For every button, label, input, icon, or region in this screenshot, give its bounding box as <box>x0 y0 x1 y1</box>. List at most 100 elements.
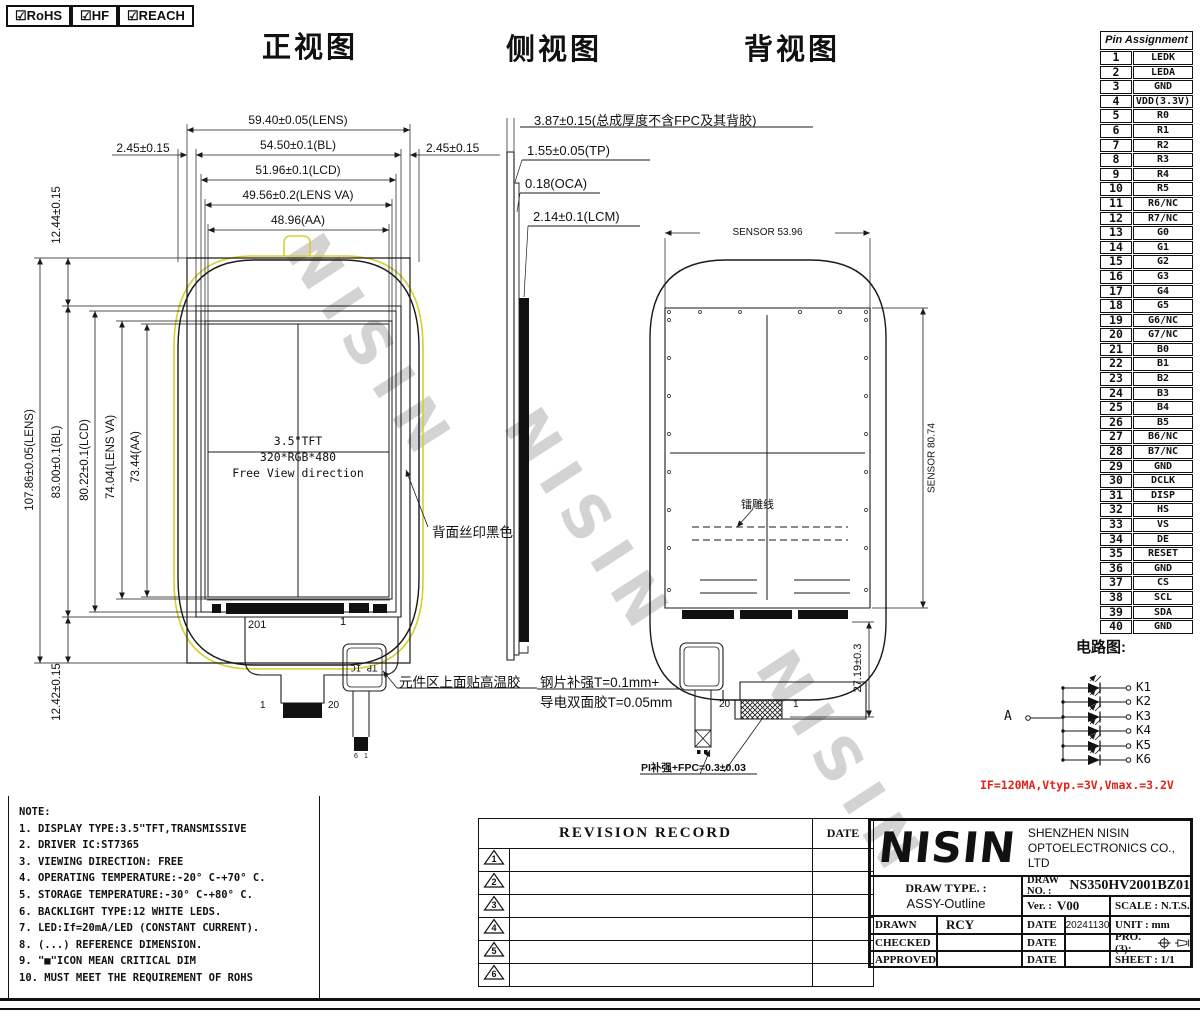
note-item: 10. MUST MEET THE REQUIREMENT OF ROHS <box>19 971 253 984</box>
revision-date-cell <box>812 848 874 872</box>
pin-name: G7/NC <box>1133 328 1193 342</box>
note-item: 3. VIEWING DIRECTION: FREE <box>19 855 184 868</box>
side-view-title: 侧视图 <box>506 34 603 66</box>
cathode-label: K5 <box>1136 736 1152 752</box>
dim-sensor-width: SENSOR 53.96 <box>700 227 835 238</box>
pin-name: R7/NC <box>1133 211 1193 226</box>
led-spec-text: IF=120MA,Vtyp.=3V,Vmax.=3.2V <box>980 778 1174 792</box>
revision-date-cell <box>812 871 874 895</box>
pin-row: 33 VS <box>1100 518 1193 532</box>
drawn-value-cell: RCY <box>937 916 1022 934</box>
pin-name: LEDA <box>1133 65 1193 80</box>
pin-name: B1 <box>1133 357 1193 372</box>
revision-description-cell <box>509 940 813 964</box>
pin-name: GND <box>1133 80 1193 94</box>
dim-lensva-height: 74.04(LENS VA) <box>105 414 117 500</box>
checked-date-label-cell: DATE <box>1022 934 1065 951</box>
pin-row: 7 R2 <box>1100 138 1193 153</box>
dim-lcm-thickness: 2.14±0.1(LCM) <box>533 209 620 224</box>
fpc-pin-label-right: 20 <box>328 700 340 711</box>
revision-row: 1 <box>478 848 874 872</box>
dim-sensor-height: SENSOR 80.74 <box>926 422 938 494</box>
drawn-date-value-cell: 20241130 <box>1065 916 1110 934</box>
pin-name: G4 <box>1133 284 1193 299</box>
pin-row: 39 SDA <box>1100 605 1193 620</box>
revision-triangle-icon: 4 <box>483 918 505 934</box>
side-view-dimensions <box>507 118 813 297</box>
revision-row: 6 <box>478 963 874 987</box>
pin-row: 12 R7/NC <box>1100 211 1193 226</box>
dim-right-margin: 2.45±0.15 <box>426 141 480 155</box>
pin-name: GND <box>1133 620 1193 634</box>
revision-description-cell <box>509 871 813 895</box>
led-row <box>1061 675 1130 694</box>
pin-number: 13 <box>1100 226 1132 240</box>
pin-number: 25 <box>1100 401 1132 415</box>
company-name-line1: SHENZHEN NISIN <box>1027 825 1130 840</box>
pin-number: 4 <box>1100 94 1132 109</box>
pin-name: G6/NC <box>1133 313 1193 328</box>
draw-no-value: NS350HV2001BZ01 <box>1069 878 1190 893</box>
front-view-outline <box>174 236 423 751</box>
pin-name: HS <box>1133 503 1193 517</box>
revision-description-cell <box>509 848 813 872</box>
revision-triangle-icon: 6 <box>483 964 505 980</box>
dim-oca-thickness: 0.18(OCA) <box>525 176 588 191</box>
pi-stiffener-hatch <box>695 730 711 747</box>
anode-label: A <box>1004 709 1012 724</box>
tp-glass-layer <box>507 152 514 660</box>
compliance-badge: ☑REACH <box>118 5 194 27</box>
panel-type-text: 3.5"TFT <box>273 434 323 448</box>
drawn-label-cell: DRAWN <box>870 916 937 934</box>
pin-row: 35 RESET <box>1100 547 1193 561</box>
pin-name: RESET <box>1133 547 1193 561</box>
svg-text:2: 2 <box>491 877 496 887</box>
cathode-label: K2 <box>1136 693 1152 709</box>
revision-triangle-icon: 1 <box>483 849 505 865</box>
back-view-dimensions <box>537 230 928 774</box>
dim-fpc-height: 27.19±0.3 <box>852 643 864 693</box>
pin-row: 37 CS <box>1100 576 1193 590</box>
pin-name: B7/NC <box>1133 445 1193 459</box>
pin-name: B0 <box>1133 342 1193 357</box>
revision-mark-cell: 1 <box>478 848 510 872</box>
dim-lensva-width: 49.56±0.2(LENS VA) <box>242 188 354 202</box>
pin-row: 20 G7/NC <box>1100 328 1193 342</box>
pin-number: 33 <box>1100 518 1132 532</box>
circuit-title: 电路图: <box>1076 639 1126 656</box>
drawn-date-label-cell: DATE <box>1022 916 1065 934</box>
pin-name: B4 <box>1133 401 1193 415</box>
pin-number: 32 <box>1100 503 1132 517</box>
approved-label-cell: APPROVED <box>870 951 937 968</box>
silkscreen-tab-yellow <box>284 236 310 256</box>
pin-row: 13 G0 <box>1100 226 1193 240</box>
tp-fpc-strip <box>353 691 369 737</box>
projection-cell: PRO.(3): <box>1110 931 1191 955</box>
pin-row: 5 R0 <box>1100 109 1193 123</box>
pin-number: 29 <box>1100 459 1132 474</box>
pin-row: 8 R3 <box>1100 153 1193 167</box>
dim-bottom-offset: 12.42±0.15 <box>51 663 63 721</box>
dim-lcd-width: 51.96±0.1(LCD) <box>255 163 341 177</box>
revision-date-cell <box>812 940 874 964</box>
pin-name: G3 <box>1133 269 1193 284</box>
dim-aa-width: 48.96(AA) <box>270 213 326 227</box>
pin-row: 34 DE <box>1100 532 1193 547</box>
pin-row: 24 B3 <box>1100 386 1193 401</box>
checked-value-cell <box>937 934 1022 951</box>
revision-triangle-icon: 5 <box>483 941 505 957</box>
pin-number: 24 <box>1100 386 1132 401</box>
pin-number: 30 <box>1100 474 1132 488</box>
note-item: 6. BACKLIGHT TYPE:12 WHITE LEDS. <box>19 905 222 918</box>
dim-lcd-height: 80.22±0.1(LCD) <box>79 419 91 501</box>
pin-name: R4 <box>1133 167 1193 182</box>
sheet-cell: SHEET : 1/1 <box>1110 951 1191 968</box>
pin-row: 38 SCL <box>1100 590 1193 605</box>
pin-number: 7 <box>1100 138 1132 153</box>
notes-title: NOTE: <box>19 806 51 818</box>
note-item: 2. DRIVER IC:ST7365 <box>19 839 140 852</box>
pin-row: 1 LEDK <box>1100 51 1193 65</box>
revision-mark-cell: 2 <box>478 871 510 895</box>
pin-row: 17 G4 <box>1100 284 1193 299</box>
pin-name: GND <box>1133 459 1193 474</box>
